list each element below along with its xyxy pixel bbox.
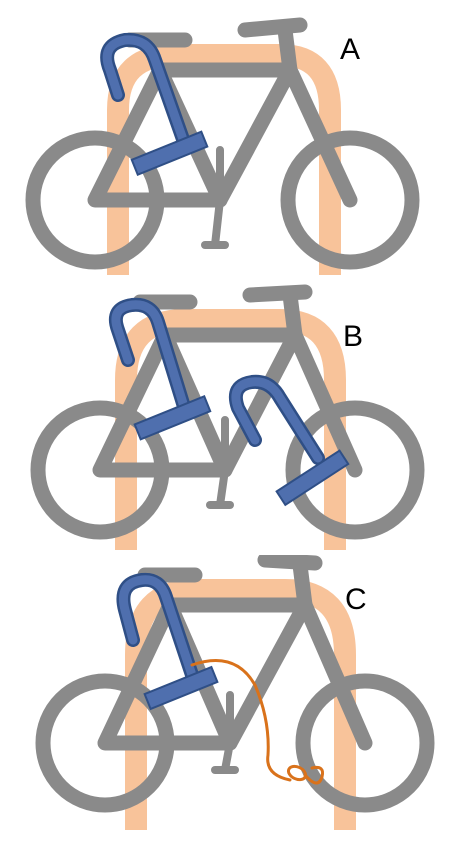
panel-label: C bbox=[345, 583, 367, 616]
panel-label: B bbox=[343, 320, 364, 353]
panel-label: A bbox=[340, 33, 361, 66]
panel-c-illustration bbox=[35, 555, 435, 830]
u-lock-icon bbox=[228, 374, 350, 507]
u-lock-icon bbox=[100, 32, 209, 176]
panel-b-illustration bbox=[30, 284, 425, 550]
diagram-panel-c: C bbox=[0, 555, 454, 841]
panel-a-illustration bbox=[25, 17, 420, 275]
diagram-panel-a: A bbox=[0, 0, 454, 290]
u-lock-icon bbox=[116, 572, 219, 711]
u-lock-icon bbox=[108, 297, 212, 441]
diagram-panel-b: B bbox=[0, 280, 454, 560]
cable-lock-icon bbox=[190, 659, 324, 785]
bicycle-icon bbox=[25, 17, 420, 270]
bike-rack-icon bbox=[125, 579, 356, 830]
